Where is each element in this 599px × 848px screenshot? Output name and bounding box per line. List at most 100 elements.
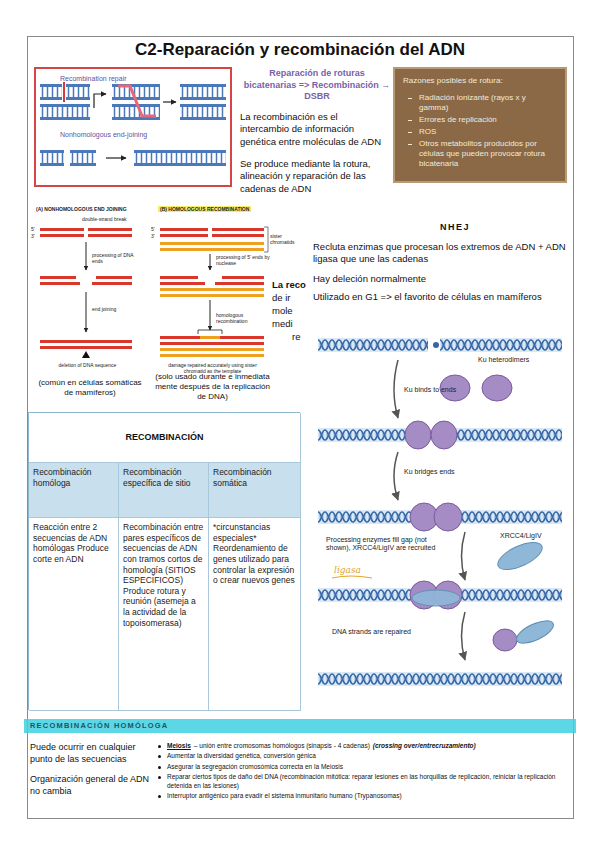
- text-label: Ku binds to ends: [404, 386, 494, 394]
- arrow: [394, 360, 398, 418]
- arrow: [210, 300, 211, 330]
- figure-box: Recombination repairNonhomologous end-jo…: [34, 67, 232, 187]
- text-label: XRCC4/LigIV: [500, 532, 566, 540]
- text-label: NHEJ: [420, 222, 490, 232]
- arrow: [106, 157, 126, 158]
- sister-strand: [160, 354, 264, 357]
- dna-strand: [160, 276, 198, 279]
- dna-end: [433, 342, 439, 348]
- text-label: processing of 5' ends by nuclease: [216, 254, 276, 266]
- text-label: Ku heterodimers: [478, 356, 558, 364]
- table-cell: Reacción entre 2 secuencias de ADN homól…: [29, 518, 119, 711]
- ladder: [112, 104, 160, 120]
- text-label: de ir: [272, 292, 290, 304]
- text-label: deletion of DNA sequence: [50, 362, 125, 368]
- dna-strand: [160, 234, 208, 237]
- text-label: Ku bridges ends: [404, 468, 494, 476]
- dna-strand: [40, 228, 84, 231]
- text-label: 3': [31, 233, 35, 239]
- box-heading: Razones posibles de rotura:: [403, 76, 557, 86]
- figure-label: Recombination repair: [60, 75, 127, 82]
- arrow: [86, 242, 87, 270]
- dna-strand: [40, 276, 76, 279]
- xrcc4-ligiv: [494, 537, 546, 575]
- bullet-text: (crossing over/entrecruzamiento): [373, 742, 476, 749]
- dna-strand: [40, 340, 132, 343]
- sister-strand: [160, 242, 264, 245]
- text-label: (B) HOMOLOGOUS RECOMBINATION: [158, 206, 251, 212]
- bullet-item: Interruptor antigénico para evadir el si…: [155, 792, 570, 800]
- arrow: [210, 254, 211, 270]
- dna-strand: [96, 276, 132, 279]
- text-label: 3': [151, 233, 155, 239]
- bullet-item: Meiosis– unión entre cromosomas homólogo…: [155, 742, 570, 750]
- dna-ladder: [112, 104, 160, 120]
- arrow: [86, 292, 87, 332]
- ku-protein: [405, 421, 431, 449]
- bullet-text: Meiosis: [167, 742, 191, 749]
- table-cell-text: Reacción entre 2 secuencias de ADN homól…: [33, 522, 114, 565]
- bullet-text: – unión entre cromosomas homólogos (sina…: [194, 742, 370, 749]
- xrcc4-ligiv: [412, 590, 460, 606]
- dna-helix: [440, 338, 562, 352]
- table-cell: Recombinación específica de sitio: [119, 463, 209, 518]
- text-label: sister chromatids: [270, 233, 300, 245]
- text-label: (A) NONHOMOLOGOUS END JOINING: [36, 206, 127, 212]
- section-band: RECOMBINACIÓN HOMÓLOGA: [24, 719, 576, 733]
- table-cell: RECOMBINACIÓN: [29, 413, 301, 463]
- text-label: re: [292, 331, 300, 343]
- bullet-list: Meiosis– unión entre cromosomas homólogo…: [155, 742, 570, 803]
- dna-ladder: [134, 150, 226, 166]
- dash-item: ROS: [403, 127, 557, 137]
- text-label: La reco: [272, 279, 306, 291]
- dna-strand: [160, 228, 208, 231]
- text-label: Organización general de ADN no cambia: [30, 774, 150, 797]
- dna-ladder: [40, 150, 64, 166]
- band-text: RECOMBINACIÓN HOMÓLOGA: [30, 721, 570, 731]
- ladder: [180, 84, 226, 100]
- xrcc4-ligiv: [513, 616, 556, 647]
- dna-strand: [40, 346, 132, 349]
- sister-strand: [160, 288, 264, 291]
- dna-strand: [212, 234, 264, 237]
- table-cell: Recombinación entre pares específicos de…: [119, 518, 209, 711]
- bullet-item: Asegurar la segregación cromosómica corr…: [155, 763, 570, 771]
- table-cell: Recombinación somática: [209, 463, 301, 518]
- text-label: La recombinación es el intercambio de in…: [240, 111, 385, 148]
- ku-protein: [434, 503, 462, 531]
- table-cell-text: Recombinación específica de sitio: [123, 467, 204, 488]
- helix: [318, 338, 428, 352]
- dna-helix: [440, 428, 562, 442]
- text-label: homologous recombination: [216, 312, 271, 324]
- arrow: [462, 532, 466, 580]
- repaired-segment: [200, 336, 220, 339]
- text-label: Processing enzymes fill gap (not shown),…: [326, 536, 451, 553]
- text-label: Hay deleción normalmente: [313, 273, 563, 285]
- ladder: [70, 150, 96, 166]
- dna-ladder: [40, 104, 90, 120]
- nhej-vs-hr-figure: [40, 227, 268, 358]
- arrow: [462, 612, 466, 660]
- text-label: ligasa: [334, 565, 361, 575]
- dna-helix: [318, 672, 562, 686]
- dna-strand: [160, 336, 264, 339]
- dna-ladder: [70, 150, 96, 166]
- text-label: (común en células somáticas de mamíferos…: [35, 378, 145, 398]
- dna-ladder: [180, 104, 226, 120]
- ladder: [40, 150, 64, 166]
- text-label: Reparación de roturas bicatenarias => Re…: [242, 68, 392, 103]
- dna-ladder: [180, 84, 226, 100]
- sister-strand: [160, 294, 264, 297]
- table-cell: *circunstancias especiales* Reordenamien…: [209, 518, 301, 711]
- table-cell-text: Recombinación entre pares específicos de…: [123, 522, 204, 628]
- handwritten-underline: [332, 576, 372, 578]
- ladder: [66, 84, 90, 100]
- bracket: [198, 330, 222, 334]
- helix: [440, 338, 562, 352]
- dash-item: Radiación ionizante (rayos x y gamma): [403, 93, 557, 113]
- damage-mark: [63, 82, 65, 102]
- text-label: Se produce mediante la rotura, alineació…: [240, 158, 385, 195]
- invading-strand: [118, 86, 156, 116]
- dna-ladder: [66, 84, 90, 100]
